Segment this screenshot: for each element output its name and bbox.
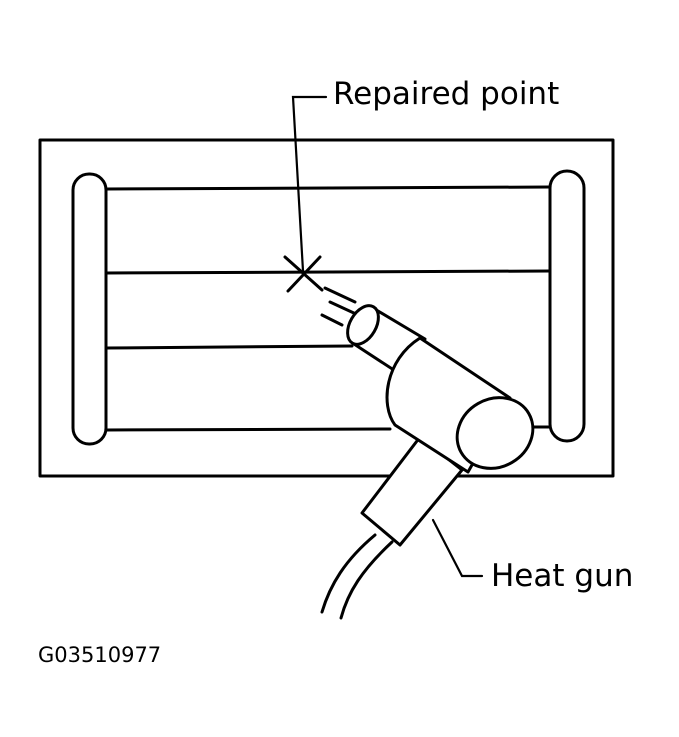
grid-line — [104, 269, 552, 275]
x-mark-icon — [283, 255, 324, 293]
right-bus-bar — [548, 169, 586, 443]
grid-line — [104, 185, 552, 191]
repaired-point-label: Repaired point — [333, 76, 559, 112]
heat-gun-label: Heat gun — [491, 558, 633, 594]
heat-gun-icon — [320, 304, 535, 620]
heat-gun-leader — [431, 518, 484, 578]
defogger-bus-bars — [71, 169, 586, 446]
left-bus-bar — [71, 172, 108, 446]
defogger-grid-lines — [104, 185, 552, 432]
rear-window-glass — [38, 138, 615, 478]
heat-gun-callout: Heat gun — [431, 518, 633, 594]
heat-gun-cord — [339, 540, 394, 620]
repaired-point-callout: Repaired point — [283, 76, 559, 293]
figure-code: G03510977 — [38, 643, 161, 667]
repaired-point-leader — [291, 95, 328, 273]
heat-gun-cord — [320, 533, 377, 614]
heat-gun-handle — [360, 435, 464, 547]
heat-airflow-lines — [320, 286, 358, 327]
grid-line — [104, 344, 354, 350]
grid-line — [104, 427, 392, 432]
heat-gun-rear-cap — [455, 396, 535, 470]
